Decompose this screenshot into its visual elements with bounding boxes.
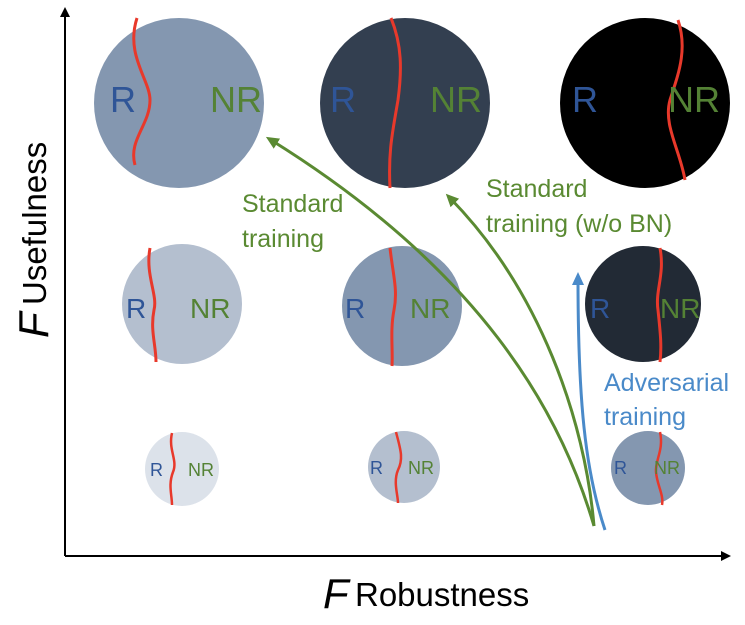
robust-label: R <box>614 458 627 478</box>
robust-label: R <box>572 79 598 120</box>
circle-medium-right: R NR <box>585 246 701 363</box>
nonrobust-label: NR <box>210 79 262 120</box>
robust-label: R <box>330 79 356 120</box>
circle-small-right: R NR <box>611 431 685 506</box>
nonrobust-label: NR <box>654 458 680 478</box>
nonrobust-label: NR <box>430 79 482 120</box>
nonrobust-label: NR <box>408 458 434 478</box>
y-axis-title: F Usefulness <box>10 142 57 338</box>
nonrobust-label: NR <box>668 79 720 120</box>
nonrobust-label: NR <box>190 293 230 324</box>
circle-medium-left: R NR <box>122 244 242 364</box>
standard-training-label-line2: training <box>242 225 324 253</box>
robust-label: R <box>590 293 610 324</box>
x-axis-prefix: F <box>323 570 351 617</box>
standard-nobn-label-line1: Standard <box>486 175 587 203</box>
adversarial-training-label-line2: training <box>604 403 686 431</box>
circle-small-left: R NR <box>145 432 219 506</box>
robust-label: R <box>110 79 136 120</box>
standard-nobn-label-line2: training (w/o BN) <box>486 210 672 238</box>
x-axis-title: F Robustness <box>323 570 529 617</box>
circle-medium-middle: R NR <box>342 246 462 367</box>
circle-large-right: R NR <box>560 18 730 188</box>
y-axis-prefix: F <box>10 310 57 338</box>
nonrobust-label: NR <box>660 293 700 324</box>
standard-training-arrow <box>265 136 596 527</box>
x-axis-label: Robustness <box>355 576 529 613</box>
standard-nobn-training-arrow <box>445 193 596 527</box>
robust-label: R <box>150 460 163 480</box>
adversarial-training-label-line1: Adversarial <box>604 369 729 397</box>
nonrobust-label: NR <box>410 293 450 324</box>
standard-training-label-line1: Standard <box>242 190 343 218</box>
robust-label: R <box>345 293 365 324</box>
nonrobust-label: NR <box>188 460 214 480</box>
adversarial-training-arrow <box>572 272 607 531</box>
robust-label: R <box>370 458 383 478</box>
y-axis-label: Usefulness <box>16 142 53 305</box>
circle-small-middle: R NR <box>368 431 440 504</box>
circle-large-left: R NR <box>94 17 264 188</box>
robust-label: R <box>126 293 146 324</box>
circle-large-middle: R NR <box>320 17 490 189</box>
